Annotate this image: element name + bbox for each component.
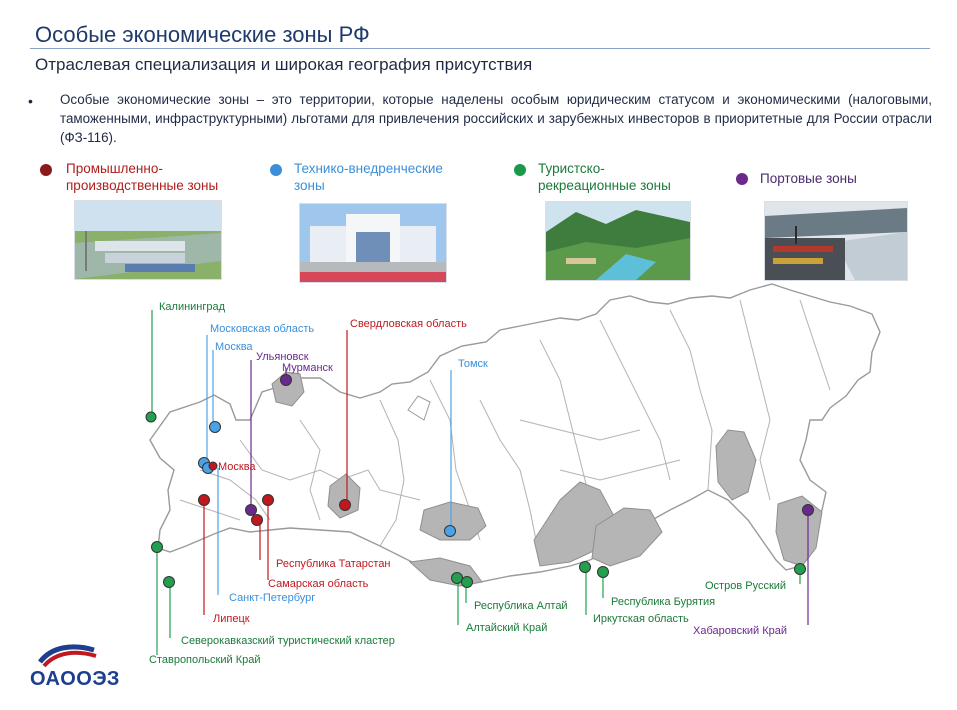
marker-stavropol [151,541,163,553]
marker-irkutsk [579,561,591,573]
port-zone-photo [764,201,908,281]
label-altai-krai: Алтайский Край [466,622,548,634]
label-spb: Санкт-Петербург [229,592,316,604]
marker-buryatia [597,566,609,578]
legend-label-tourism: Туристско-рекреационные зоны [538,161,671,193]
industrial-zone-photo [74,200,222,280]
marker-north-caucasus [163,576,175,588]
region-primorye [775,495,823,567]
label-tomsk: Томск [458,358,488,370]
page-subtitle: Отраслевая специализация и широкая геогр… [35,55,533,74]
marker-altai-krai [451,572,463,584]
region-sverdlovsk [327,473,361,519]
marker-samara [251,514,263,526]
marker-spb [209,421,221,433]
label-moscow-region: Московская область [210,323,315,335]
label-kaliningrad: Калининград [159,301,226,313]
company-logo-text: ОАООЭЗ [30,668,120,690]
tech-zone-photo [299,203,447,283]
label-moscow-tech: Москва [215,341,253,353]
label-samara: Самарская область [268,578,369,590]
bullet-marker: • [28,93,33,109]
region-khabarovsk [715,429,757,501]
label-russky: Остров Русский [705,580,787,592]
marker-russky [794,563,806,575]
legend-label-tech: Технико-внедренческие зоны [294,161,443,193]
label-altai-rep: Республика Алтай [474,600,568,612]
title-divider [30,48,930,49]
marker-khabarovsk [802,504,814,516]
label-irkutsk: Иркутская область [593,613,689,625]
legend-label-industrial: Промышленно-производственные зоны [66,161,219,193]
intro-text: Особые экономические зоны – это территор… [60,92,932,145]
legend-label-port: Портовые зоны [760,171,857,186]
label-murmansk: Мурманск [282,362,333,374]
legend-dot-industrial [40,164,52,176]
label-north-caucasus: Северокавказский туристический кластер [181,635,395,647]
marker-sverdlovsk [339,499,351,511]
legend-dot-port [736,173,748,185]
label-sverdlovsk: Свердловская область [350,318,467,330]
marker-tomsk [444,525,456,537]
marker-kaliningrad [145,411,157,423]
tourism-zone-photo [545,201,691,281]
label-buryatia: Республика Бурятия [611,596,716,608]
label-ulyanovsk: Ульяновск [256,351,309,363]
company-logo [38,644,97,668]
label-khabarovsk: Хабаровский Край [693,625,788,637]
region-buryatia [591,507,663,567]
region-tomsk [419,501,487,541]
marker-murmansk [280,374,292,386]
label-lipetsk: Липецк [213,613,250,625]
marker-lipetsk [198,494,210,506]
marker-altai-rep [461,576,473,588]
legend-dot-tourism [514,164,526,176]
marker-ulyanovsk [245,504,257,516]
page-title: Особые экономические зоны РФ [35,22,370,47]
marker-moscow-ind [208,461,218,471]
label-stavropol: Ставропольский Край [149,654,261,666]
label-tatarstan: Республика Татарстан [276,558,391,570]
marker-tatarstan [262,494,274,506]
legend-dot-tech [270,164,282,176]
label-moscow-ind: Москва [218,461,256,473]
